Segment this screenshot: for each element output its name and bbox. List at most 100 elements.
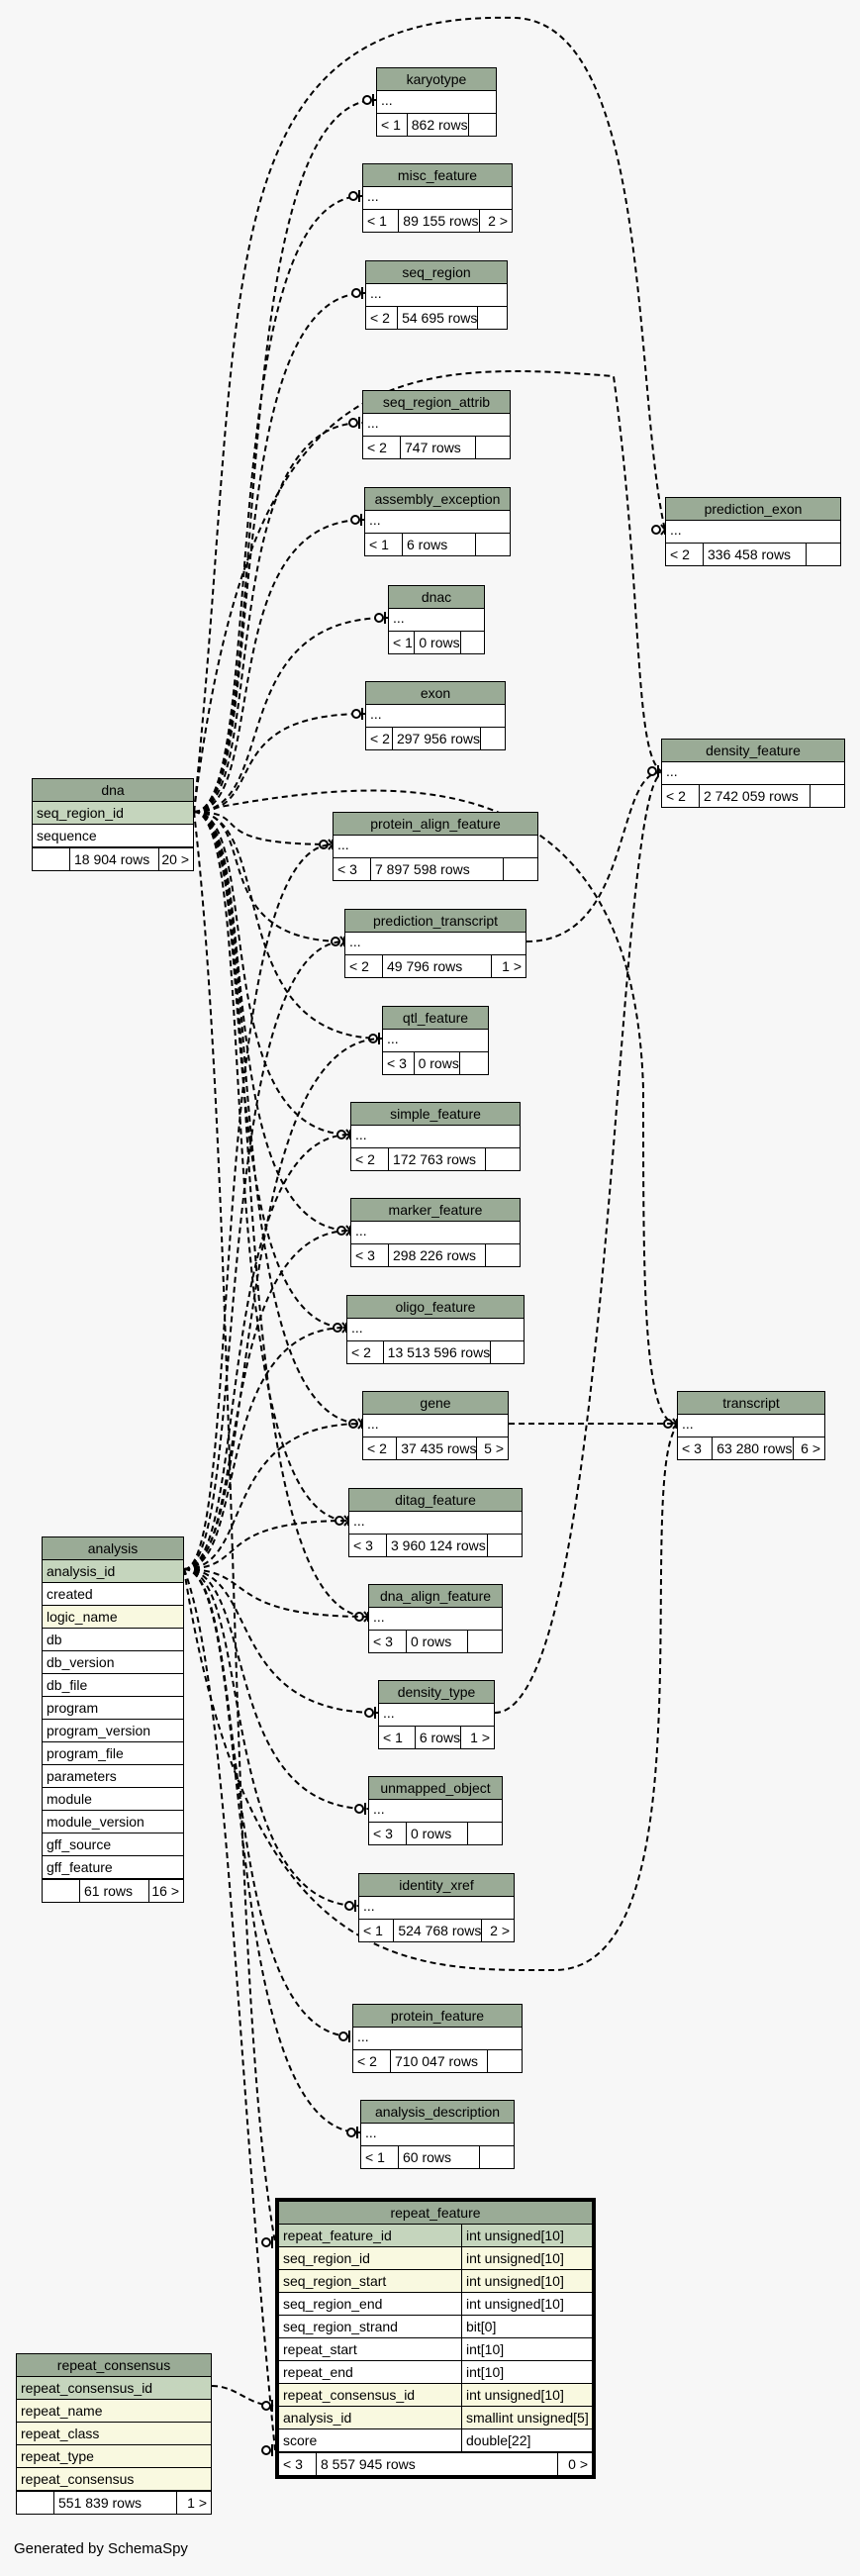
edge-analysis-gene bbox=[183, 1423, 363, 1570]
collapsed-columns: ... bbox=[365, 511, 510, 534]
column-name: repeat_type bbox=[21, 2448, 94, 2464]
column-type: int unsigned[10] bbox=[461, 2225, 592, 2246]
collapsed-columns: ... bbox=[363, 414, 510, 437]
parent-count: < 1 bbox=[379, 1727, 416, 1748]
table-title: identity_xref bbox=[359, 1874, 514, 1897]
child-count: 2 > bbox=[490, 1923, 510, 1938]
row-count: 6 rows bbox=[416, 1727, 462, 1748]
column-type: int[10] bbox=[461, 2338, 592, 2360]
edge-analysis-protein-align-feature bbox=[183, 843, 334, 1570]
column-type: int unsigned[10] bbox=[461, 2247, 592, 2269]
collapsed-columns: ... bbox=[666, 521, 840, 544]
edge-dna-marker-feature bbox=[193, 811, 351, 1232]
edge-dna-protein-align-feature bbox=[193, 811, 334, 845]
column-row: program_file bbox=[43, 1742, 183, 1765]
column-row: seq_region_id bbox=[33, 802, 193, 825]
row-count: 7 897 598 rows bbox=[371, 858, 504, 880]
crowfoot-icon bbox=[351, 708, 363, 720]
table-title: dna_align_feature bbox=[369, 1585, 502, 1608]
column-name: db_version bbox=[47, 1654, 115, 1670]
child-count bbox=[488, 2050, 522, 2072]
child-count bbox=[491, 1341, 524, 1363]
column-row: repeat_class bbox=[17, 2423, 211, 2445]
column-row: program bbox=[43, 1697, 183, 1720]
table-title: density_feature bbox=[662, 740, 844, 762]
table-title: transcript bbox=[678, 1392, 824, 1415]
child-count bbox=[476, 534, 510, 555]
row-count: 18 904 rows bbox=[70, 848, 159, 870]
column-name: seq_region_id bbox=[283, 2250, 370, 2266]
edge-dna-dna-align-feature bbox=[193, 811, 369, 1618]
child-count bbox=[486, 1148, 520, 1170]
table-title: ditag_feature bbox=[349, 1489, 522, 1512]
column-row: repeat_consensus_id bbox=[17, 2377, 211, 2400]
child-count bbox=[461, 632, 484, 653]
parent-count: < 2 bbox=[363, 437, 401, 458]
column-name: module bbox=[47, 1791, 92, 1807]
parent-count: < 2 bbox=[345, 955, 383, 977]
column-name: program_version bbox=[47, 1723, 151, 1738]
collapsed-columns: ... bbox=[379, 1704, 494, 1727]
edge-analysis-density-type bbox=[183, 1568, 379, 1714]
parent-count: < 3 bbox=[678, 1437, 714, 1459]
edge-analysis-repeat-feature bbox=[183, 1568, 276, 2451]
table-title: prediction_exon bbox=[666, 498, 840, 521]
column-name: repeat_feature_id bbox=[283, 2228, 392, 2243]
column-name: module_version bbox=[47, 1814, 144, 1830]
row-count: 0 rows bbox=[415, 1052, 460, 1074]
column-row: parameters bbox=[43, 1765, 183, 1788]
column-type: smallint unsigned[5] bbox=[461, 2407, 592, 2428]
parent-count: < 3 bbox=[279, 2453, 317, 2475]
column-row: db bbox=[43, 1629, 183, 1651]
table-title: qtl_feature bbox=[383, 1007, 488, 1030]
table-title: marker_feature bbox=[351, 1199, 520, 1222]
parent-count: < 2 bbox=[666, 544, 704, 565]
row-count: 13 513 596 rows bbox=[384, 1341, 492, 1363]
column-name: program_file bbox=[47, 1745, 124, 1761]
child-count: 20 > bbox=[161, 851, 189, 867]
child-count: 5 > bbox=[484, 1440, 504, 1456]
column-type: double[22] bbox=[461, 2429, 592, 2451]
child-count: 0 > bbox=[568, 2456, 588, 2472]
column-name: created bbox=[47, 1586, 93, 1602]
column-name: repeat_start bbox=[283, 2341, 357, 2357]
parent-count: < 2 bbox=[351, 1148, 389, 1170]
child-count bbox=[468, 1823, 502, 1844]
table-title: repeat_consensus bbox=[17, 2354, 211, 2377]
